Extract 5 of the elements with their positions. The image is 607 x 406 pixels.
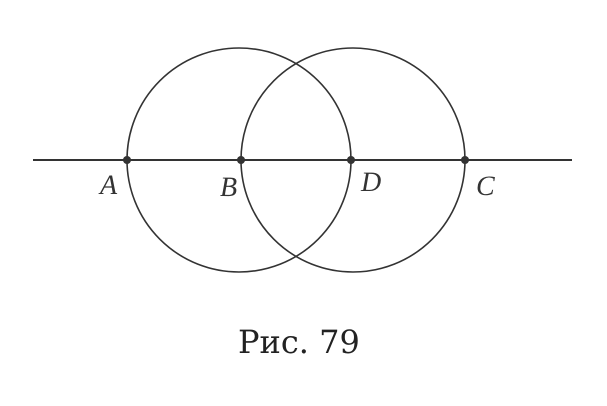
point-label: A — [100, 172, 118, 200]
point-label: D — [361, 169, 382, 197]
figure-caption: Рис. 79 — [238, 326, 360, 358]
point-label: C — [476, 173, 495, 201]
point-label: B — [220, 174, 238, 202]
